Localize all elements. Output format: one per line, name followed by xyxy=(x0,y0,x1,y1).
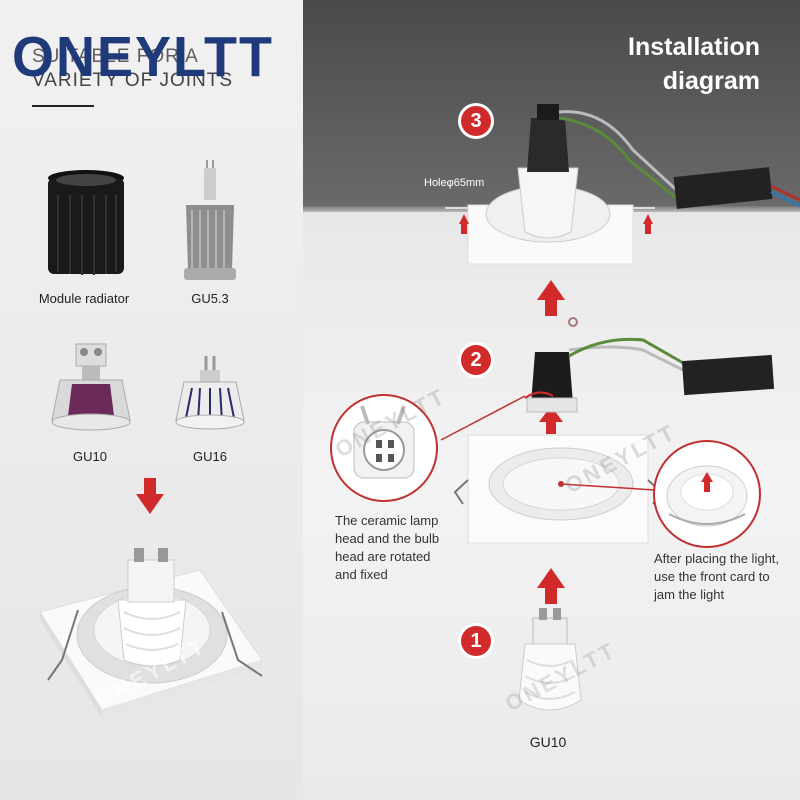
step1-bulb xyxy=(518,608,582,711)
step-badge-3: 3 xyxy=(461,106,491,136)
note-front-card-line-2: use the front card to xyxy=(654,569,770,584)
note-lamp-head-line-3: head are rotated xyxy=(335,549,431,564)
note-lamp-head-line-1: The ceramic lamp xyxy=(335,513,439,528)
down-arrow-icon xyxy=(136,478,164,514)
front-card-closeup xyxy=(653,440,761,548)
step-badge-2: 2 xyxy=(461,345,491,375)
product-label-gu53: GU5.3 xyxy=(191,291,229,306)
product-label-gu16: GU16 xyxy=(193,449,227,464)
installation-graphics xyxy=(440,104,800,711)
subtitle-line-1: SUITABLE FOR A xyxy=(32,46,199,67)
note-front-card-line-3: jam the light xyxy=(654,587,725,602)
subtitle-line-2: VARIETY OF JOINTS xyxy=(32,70,234,91)
note-lamp-head-line-2: head and the bulb xyxy=(335,531,440,546)
assembled-fixture-image xyxy=(39,548,263,718)
product-images xyxy=(39,160,263,718)
module-radiator-image xyxy=(48,170,124,275)
front-card-icon xyxy=(666,465,748,527)
note-front-card-line-1: After placing the light, xyxy=(654,551,780,566)
brand-logo: ONEYLTT xyxy=(12,25,274,89)
installation-title: Installation diagram xyxy=(628,30,760,98)
step2-frame xyxy=(453,434,663,544)
hole-size-label: Holeφ65mm xyxy=(424,177,485,189)
product-label-gu10: GU10 xyxy=(73,449,107,464)
divider xyxy=(32,105,94,107)
lamp-head-closeup xyxy=(330,394,438,502)
title-line-1: Installation xyxy=(628,33,760,61)
note-lamp-head: The ceramic lamp head and the bulb head … xyxy=(335,512,439,584)
product-label-module-radiator: Module radiator xyxy=(38,291,130,306)
note-front-card: After placing the light, use the front c… xyxy=(654,550,779,604)
lamp-head-icon xyxy=(353,405,415,479)
gu53-image xyxy=(184,160,236,280)
note-lamp-head-line-4: and fixed xyxy=(335,567,388,582)
callout-lines xyxy=(440,395,656,491)
step3-fixture xyxy=(445,104,800,265)
bulb-label-gu10: GU10 xyxy=(529,734,567,750)
gu10-image xyxy=(51,343,131,431)
up-arrow-icon xyxy=(537,280,565,604)
gu16-image xyxy=(175,356,245,430)
up-arrow-small-icon xyxy=(459,214,653,234)
title-line-2: diagram xyxy=(662,67,760,95)
step-badge-1: 1 xyxy=(461,626,491,656)
step2-socket xyxy=(524,317,775,413)
